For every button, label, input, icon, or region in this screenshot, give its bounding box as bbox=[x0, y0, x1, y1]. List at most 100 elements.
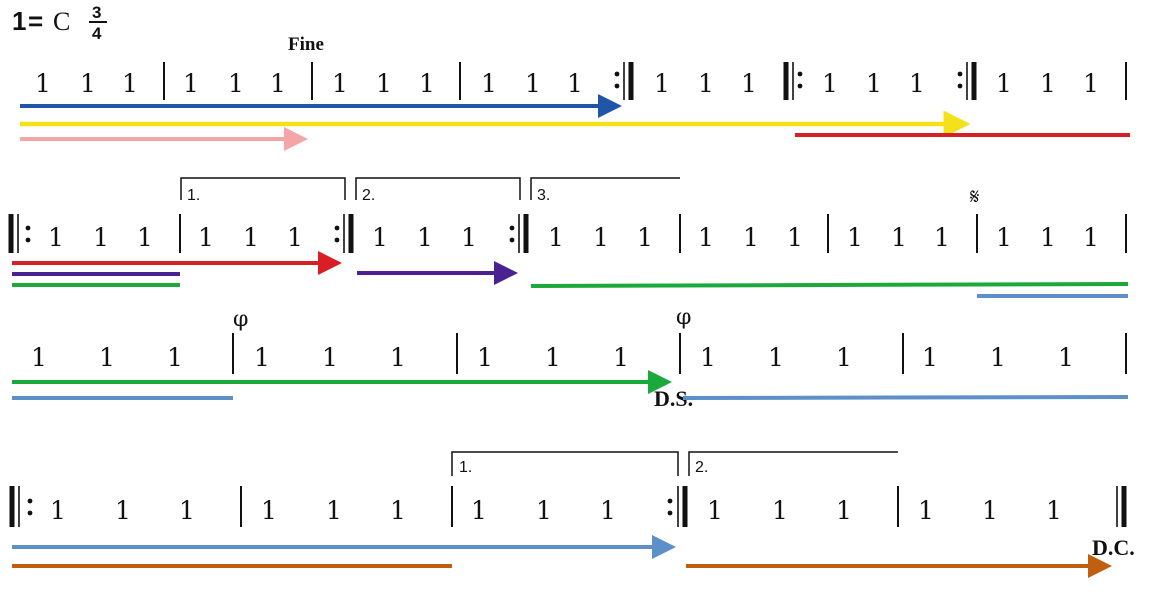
note: 1 bbox=[122, 69, 138, 98]
note: 1 bbox=[1083, 69, 1099, 98]
staff-row-2: 1. 2. 3. 𝄋 1 1 1 1 1 1 bbox=[8, 177, 1129, 298]
note: 1 bbox=[198, 223, 214, 252]
note: 1 bbox=[99, 343, 115, 372]
coda-icon: φ bbox=[676, 305, 691, 330]
measure: 1 1 1 bbox=[654, 69, 757, 98]
measure: 1 1 1 bbox=[261, 496, 406, 525]
measure: 1 1 1 bbox=[698, 223, 803, 252]
note: 1 bbox=[477, 343, 493, 372]
start-repeat-barline bbox=[783, 62, 803, 100]
volta-bracket: 1. bbox=[451, 451, 679, 476]
segno-icon: 𝄋 bbox=[970, 185, 979, 210]
note: 1 bbox=[525, 69, 541, 98]
volta-bracket: 2. bbox=[355, 177, 521, 204]
note: 1 bbox=[372, 223, 388, 252]
note: 1 bbox=[93, 223, 109, 252]
volta-label: 2. bbox=[362, 187, 375, 204]
note: 1 bbox=[700, 343, 716, 372]
note: 1 bbox=[613, 343, 629, 372]
note: 1 bbox=[115, 496, 131, 525]
note: 1 bbox=[990, 343, 1006, 372]
note: 1 bbox=[50, 496, 66, 525]
note: 1 bbox=[600, 496, 616, 525]
volta-bracket: 3. bbox=[530, 177, 680, 204]
key-equals: = bbox=[28, 6, 43, 36]
note: 1 bbox=[847, 223, 863, 252]
staff-row-4: 1. 2. 1 1 1 1 1 1 1 1 1 bbox=[9, 451, 1135, 578]
note: 1 bbox=[772, 496, 788, 525]
measure: 1 1 1 bbox=[822, 69, 925, 98]
fine-label: Fine bbox=[288, 34, 324, 55]
note: 1 bbox=[996, 223, 1012, 252]
measure: 1 1 1 bbox=[254, 343, 406, 372]
note: 1 bbox=[982, 496, 998, 525]
time-signature-bottom: 4 bbox=[92, 24, 102, 43]
note: 1 bbox=[822, 69, 838, 98]
note: 1 bbox=[322, 343, 338, 372]
key-signature: 1 = C bbox=[12, 6, 70, 36]
measure: 1 1 1 bbox=[198, 223, 303, 252]
volta-label: 3. bbox=[537, 187, 550, 204]
note: 1 bbox=[741, 69, 757, 98]
note: 1 bbox=[548, 223, 564, 252]
note: 1 bbox=[1040, 223, 1056, 252]
measure: 1 1 1 bbox=[700, 343, 852, 372]
note: 1 bbox=[743, 223, 759, 252]
note: 1 bbox=[768, 343, 784, 372]
start-repeat-barline bbox=[9, 486, 33, 527]
volta-bracket: 1. bbox=[180, 177, 346, 204]
note: 1 bbox=[332, 69, 348, 98]
note: 1 bbox=[922, 343, 938, 372]
note: 1 bbox=[167, 343, 183, 372]
note: 1 bbox=[390, 343, 406, 372]
note: 1 bbox=[80, 69, 96, 98]
volta-label: 2. bbox=[695, 459, 708, 476]
note: 1 bbox=[996, 69, 1012, 98]
volta-label: 1. bbox=[459, 459, 472, 476]
path-line-steel-blue bbox=[682, 395, 1129, 400]
measure: 1 1 1 bbox=[50, 496, 195, 525]
note: 1 bbox=[261, 496, 277, 525]
measure: 1 1 1 bbox=[918, 496, 1062, 525]
note: 1 bbox=[137, 223, 153, 252]
measure: 1 1 1 bbox=[471, 496, 616, 525]
volta-bracket: 2. bbox=[688, 451, 898, 476]
measure: 1 1 1 bbox=[996, 223, 1099, 252]
note: 1 bbox=[243, 223, 259, 252]
note: 1 bbox=[637, 223, 653, 252]
note: 1 bbox=[1046, 496, 1062, 525]
note: 1 bbox=[891, 223, 907, 252]
end-repeat-barline bbox=[667, 486, 688, 527]
note: 1 bbox=[698, 223, 714, 252]
path-line-green bbox=[530, 282, 1129, 288]
start-repeat-barline bbox=[8, 214, 31, 253]
note: 1 bbox=[471, 496, 487, 525]
note: 1 bbox=[536, 496, 552, 525]
note: 1 bbox=[179, 496, 195, 525]
note: 1 bbox=[287, 223, 303, 252]
measure: 1 1 1 bbox=[31, 343, 183, 372]
measure: 1 1 1 bbox=[847, 223, 950, 252]
coda-icon: φ bbox=[233, 307, 248, 332]
note: 1 bbox=[183, 69, 199, 98]
measure: 1 1 1 bbox=[477, 343, 629, 372]
measure: 1 1 1 bbox=[922, 343, 1074, 372]
measure: 1 1 1 bbox=[548, 223, 653, 252]
note: 1 bbox=[909, 69, 925, 98]
end-repeat-barline bbox=[957, 62, 977, 100]
note: 1 bbox=[545, 343, 561, 372]
note: 1 bbox=[1040, 69, 1056, 98]
note: 1 bbox=[461, 223, 477, 252]
note: 1 bbox=[654, 69, 670, 98]
note: 1 bbox=[419, 69, 435, 98]
measure: 1 1 1 bbox=[996, 69, 1099, 98]
note: 1 bbox=[254, 343, 270, 372]
time-signature-top: 3 bbox=[92, 3, 101, 22]
measure: 1 1 1 bbox=[481, 69, 583, 98]
note: 1 bbox=[390, 496, 406, 525]
final-barline bbox=[1116, 486, 1127, 527]
note: 1 bbox=[918, 496, 934, 525]
measure: 1 1 1 bbox=[183, 69, 286, 98]
end-repeat-barline bbox=[334, 214, 354, 253]
